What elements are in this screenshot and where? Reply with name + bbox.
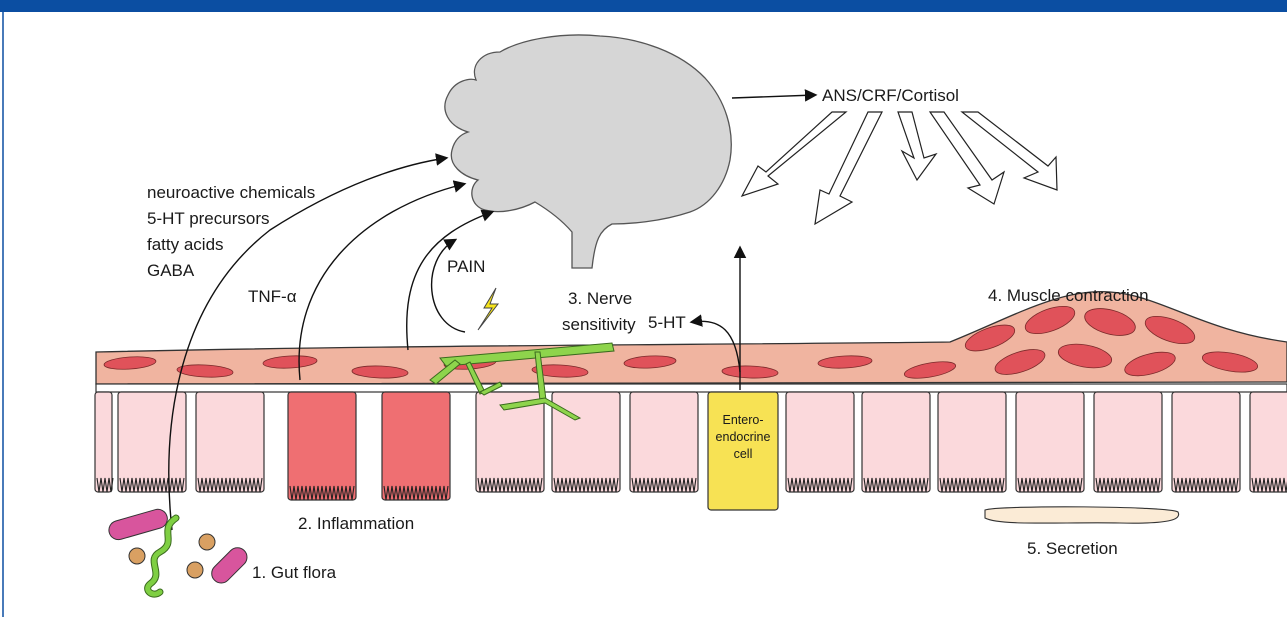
label-secretion: 5. Secretion xyxy=(1027,539,1118,558)
label-gaba: GABA xyxy=(147,261,195,280)
label-entero-1: Entero- xyxy=(723,413,764,427)
label-inflammation: 2. Inflammation xyxy=(298,514,414,533)
label-nerve-1: 3. Nerve xyxy=(568,289,632,308)
hollow-arrows xyxy=(742,112,1057,224)
label-serotonin: 5-HT xyxy=(648,313,686,332)
label-entero-3: cell xyxy=(734,447,753,461)
inflamed-cell xyxy=(288,392,356,500)
label-muscle: 4. Muscle contraction xyxy=(988,286,1149,305)
label-ans: ANS/CRF/Cortisol xyxy=(822,86,959,105)
header-bar xyxy=(0,0,1287,12)
label-neuroactive: neuroactive chemicals xyxy=(147,183,315,202)
epithelium xyxy=(95,384,1287,510)
label-entero-2: endocrine xyxy=(716,430,771,444)
bacteria-icon xyxy=(107,507,251,594)
label-precursors: 5-HT precursors xyxy=(147,209,270,228)
lightning-icon xyxy=(478,288,498,330)
label-gut-flora: 1. Gut flora xyxy=(252,563,337,582)
secretion-layer xyxy=(985,507,1179,523)
inflamed-cell xyxy=(382,392,450,500)
label-tnf: TNF-α xyxy=(248,287,297,306)
label-pain: PAIN xyxy=(447,257,485,276)
label-fatty-acids: fatty acids xyxy=(147,235,224,254)
label-nerve-2: sensitivity xyxy=(562,315,636,334)
brain-icon xyxy=(445,35,731,268)
